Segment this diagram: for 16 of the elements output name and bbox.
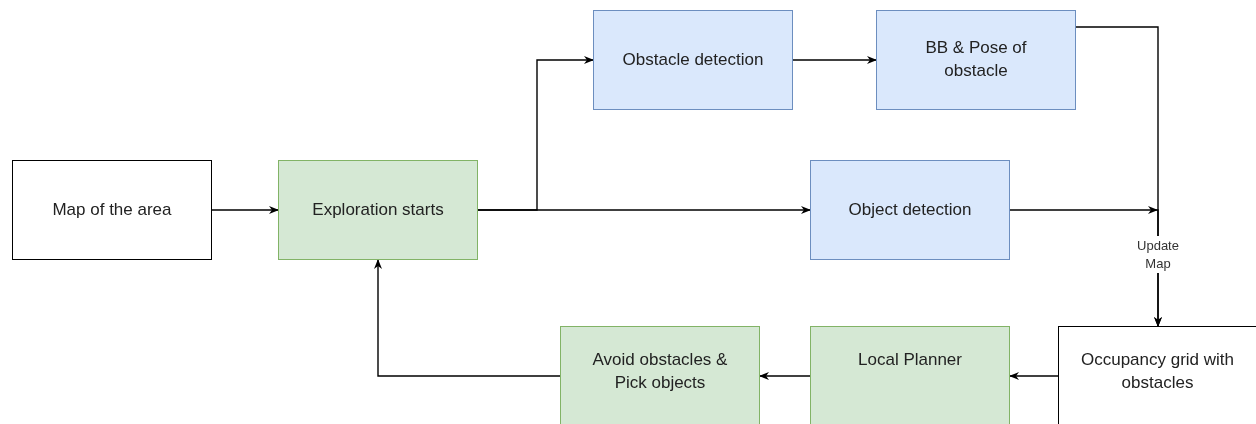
node-label: Obstacle detection — [622, 48, 764, 71]
node-label: Object detection — [848, 198, 972, 221]
process-box — [810, 326, 1010, 424]
process-box — [560, 326, 760, 424]
node-label: Map of the area — [52, 198, 172, 221]
process-box — [593, 10, 793, 110]
node-label: Occupancy grid with obstacles — [1079, 349, 1236, 394]
node-label: Avoid obstacles & Pick objects — [591, 349, 729, 394]
process-box — [876, 10, 1076, 110]
node-label: BB & Pose of obstacle — [924, 37, 1028, 82]
process-box — [278, 160, 478, 260]
node-label: Exploration starts — [312, 198, 444, 221]
data-box — [1058, 326, 1256, 424]
node-label: Local Planner — [858, 349, 962, 371]
start-box — [12, 160, 212, 260]
process-box — [810, 160, 1010, 260]
